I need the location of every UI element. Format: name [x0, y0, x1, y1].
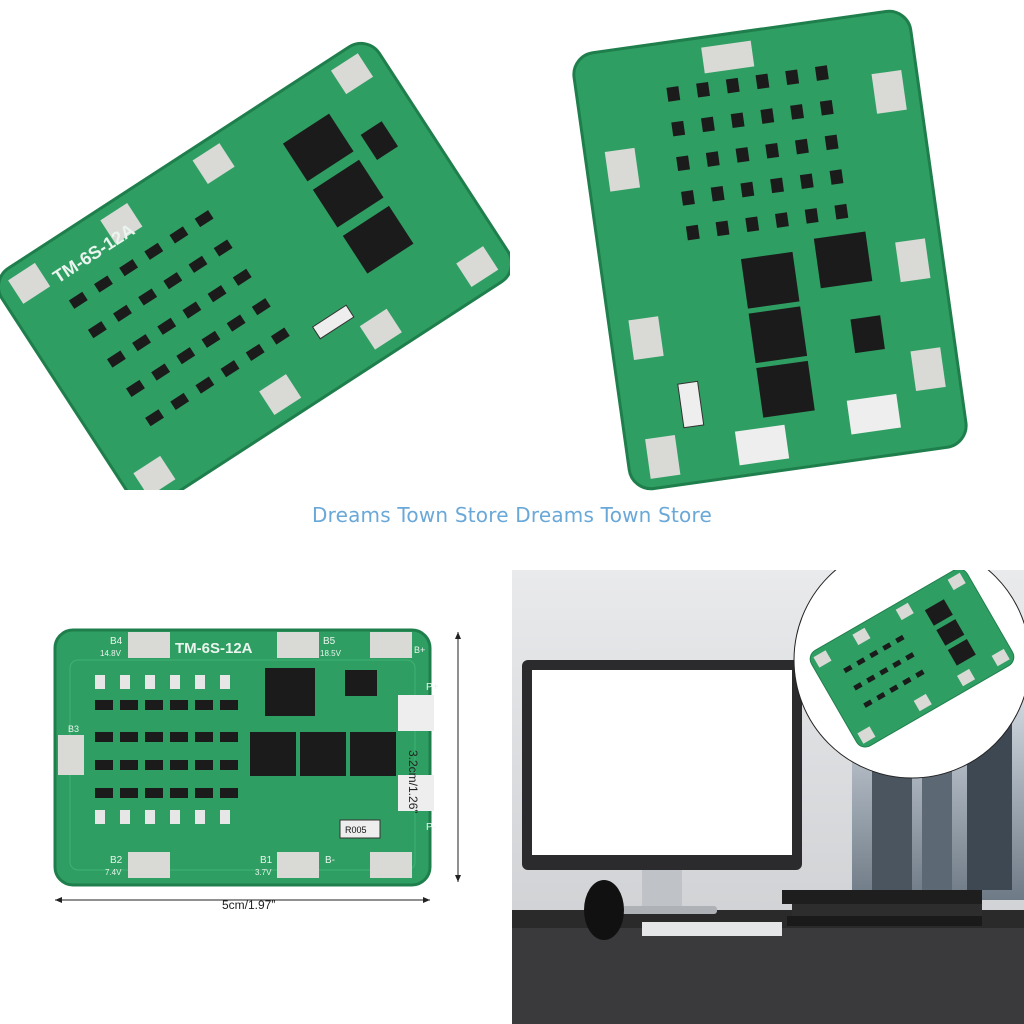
voltage-label-b5: 18.5V [320, 649, 342, 658]
pad-label-b-plus: B+ [414, 645, 425, 655]
height-dimension-label: 3.2cm/1.26” [406, 750, 420, 814]
voltage-label-b4: 14.8V [100, 649, 122, 658]
width-dimension-label: 5cm/1.97” [222, 898, 276, 912]
pad-label-b-minus: B- [325, 855, 335, 866]
pcb-photo-angled-left: TM-6S-12A [0, 41, 510, 490]
pcb-photo-top-view: TM-6S-12A B4 14.8V B5 18.5V B+ B3 P+ P- … [53, 628, 461, 903]
pcb-photo-angled-right [572, 9, 968, 491]
voltage-label-b2: 7.4V [105, 868, 122, 877]
pad-label-p-minus: P- [426, 822, 436, 833]
pad-label-b3: B3 [68, 724, 79, 734]
desk-scene-photo [512, 570, 1024, 1024]
store-watermark: Dreams Town Store Dreams Town Store [312, 503, 712, 527]
pad-label-p-plus: P+ [426, 682, 439, 693]
voltage-label-b1: 3.7V [255, 868, 272, 877]
pcb-model-label: TM-6S-12A [175, 640, 253, 657]
pad-label-b5: B5 [323, 636, 336, 647]
pad-label-b2: B2 [110, 855, 123, 866]
pad-label-b1: B1 [260, 855, 273, 866]
resistor-label: R005 [345, 825, 367, 835]
pad-label-b4: B4 [110, 636, 123, 647]
